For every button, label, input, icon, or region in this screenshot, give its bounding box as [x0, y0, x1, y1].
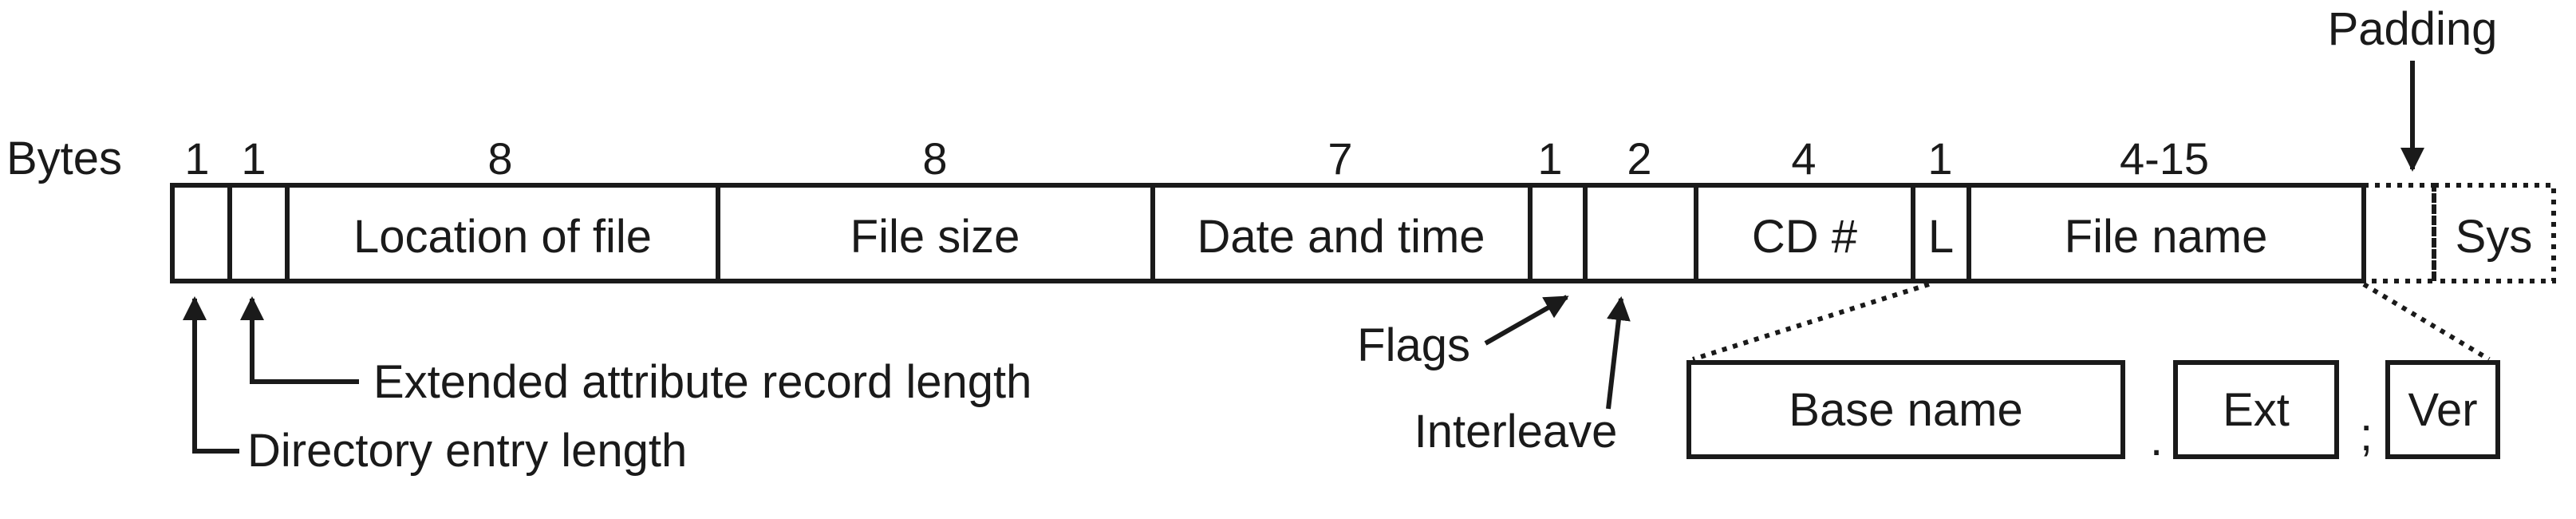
byte-count-l: 1	[1927, 133, 1952, 184]
semicolon-separator: ;	[2360, 409, 2373, 461]
field-name-cd-number: CD #	[1752, 211, 1857, 263]
field-flags	[1528, 183, 1588, 283]
byte-count-location: 8	[487, 133, 512, 184]
base-name-box	[1686, 360, 2125, 459]
ext-box	[2173, 360, 2339, 459]
byte-count-cd-number: 4	[1791, 133, 1816, 184]
field-directory-entry-length	[170, 183, 232, 283]
directory-entry-length-arrow	[183, 296, 239, 454]
byte-count-interleave: 2	[1627, 133, 1651, 184]
byte-count-file-size: 8	[922, 133, 947, 184]
field-system-use	[2432, 183, 2556, 283]
extended-attribute-length-arrow	[240, 296, 359, 384]
field-name-sys: Sys	[2456, 211, 2533, 263]
byte-count-flags: 1	[1537, 133, 1562, 184]
ver-box	[2385, 360, 2500, 459]
bytes-label: Bytes	[6, 133, 122, 184]
base-name-label: Base name	[1789, 384, 2022, 436]
ext-label: Ext	[2223, 384, 2290, 436]
interleave-label: Interleave	[1414, 406, 1618, 458]
flags-label: Flags	[1357, 319, 1470, 371]
field-extended-attribute-length	[227, 183, 290, 283]
byte-count-file-name: 4-15	[2120, 133, 2209, 184]
file-name-expansion-left	[1692, 282, 1930, 362]
file-name-expansion-right	[2362, 282, 2491, 362]
byte-count-date-time: 7	[1327, 133, 1352, 184]
field-name-date-and-time: Date and time	[1197, 211, 1485, 263]
padding-label: Padding	[2328, 3, 2498, 55]
byte-count-extended-attribute: 1	[241, 133, 266, 184]
field-name-file-size: File size	[850, 211, 1020, 263]
flags-arrow	[1484, 295, 1569, 346]
interleave-arrow	[1606, 296, 1631, 410]
field-interleave	[1583, 183, 1698, 283]
field-name-file-name: File name	[2065, 211, 2268, 263]
directory-entry-length-label: Directory entry length	[247, 425, 687, 477]
dot-separator: .	[2150, 414, 2163, 466]
field-name-l: L	[1928, 211, 1954, 263]
byte-count-directory-entry-length: 1	[184, 133, 209, 184]
field-padding	[2361, 183, 2436, 283]
extended-attribute-length-label: Extended attribute record length	[373, 356, 1032, 408]
field-name-location-of-file: Location of file	[353, 211, 652, 263]
ver-label: Ver	[2408, 384, 2477, 436]
